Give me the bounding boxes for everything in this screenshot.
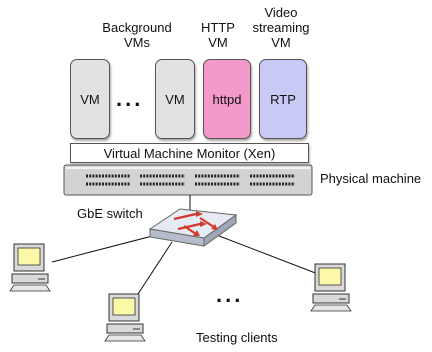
virtual-machine-monitor-bar: Virtual Machine Monitor (Xen) xyxy=(70,143,309,163)
desktop-computer-icon xyxy=(9,243,51,292)
server-rack-icon xyxy=(63,164,313,196)
network-cables xyxy=(51,195,319,295)
background-vm-box-2: VM xyxy=(155,59,195,139)
video-vm-label-line3: VM xyxy=(271,35,291,50)
http-vm-label: HTTP VM xyxy=(196,20,240,50)
video-vm-label-line2: streaming xyxy=(252,20,310,35)
background-vm-box-1: VM xyxy=(70,59,110,139)
http-vm-label-line1: HTTP xyxy=(201,20,235,35)
rtp-vm-box: RTP xyxy=(259,59,307,139)
video-vm-label: Video streaming VM xyxy=(248,5,314,50)
desktop-computer-icon xyxy=(104,293,146,342)
gbe-switch-label: GbE switch xyxy=(77,206,143,221)
clients-ellipsis: ... xyxy=(216,282,244,307)
video-vm-label-line1: Video xyxy=(264,5,298,20)
testing-clients-label: Testing clients xyxy=(196,330,278,345)
httpd-vm-box: httpd xyxy=(203,59,251,139)
background-vms-label-line2: VMs xyxy=(124,35,150,50)
vm-ellipsis: ... xyxy=(116,86,144,111)
background-vms-label-line1: Background xyxy=(102,20,172,35)
background-vms-label: Background VMs xyxy=(92,20,182,50)
desktop-computer-icon xyxy=(310,263,352,312)
http-vm-label-line2: VM xyxy=(208,35,228,50)
physical-machine-label: Physical machine xyxy=(320,171,422,186)
network-switch-icon xyxy=(148,208,238,247)
